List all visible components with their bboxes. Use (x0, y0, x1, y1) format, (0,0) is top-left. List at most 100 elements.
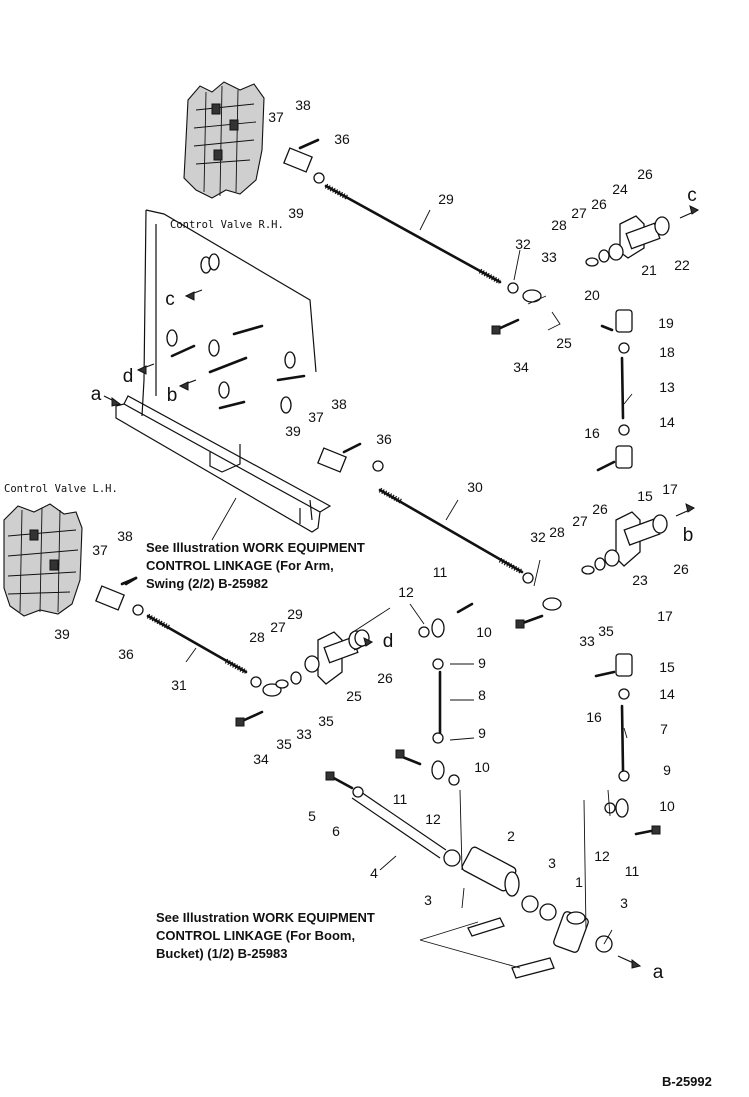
rod-30 (378, 487, 524, 575)
part-callout: 20 (584, 287, 600, 303)
connection-letter: d (383, 631, 394, 652)
part-callout: 9 (478, 655, 486, 671)
part-callout: 34 (513, 359, 529, 375)
part-callout: 16 (584, 425, 600, 441)
connection-letter: d (123, 366, 134, 387)
part-callout: 26 (592, 501, 608, 517)
part-callout: 17 (657, 608, 673, 624)
bracket-frame (115, 209, 332, 533)
note-arm-swing: See Illustration WORK EQUIPMENT CONTROL … (146, 540, 365, 591)
part-callout: 32 (515, 236, 531, 252)
note-line: CONTROL LINKAGE (For Arm, (146, 558, 334, 573)
part-callout: 29 (438, 191, 454, 207)
note-line: See Illustration WORK EQUIPMENT (156, 910, 375, 925)
part-callout: 23 (632, 572, 648, 588)
note-line: Swing (2/2) B-25982 (146, 576, 268, 591)
cable-ends (459, 789, 611, 979)
part-callout: 38 (295, 97, 311, 113)
part-callout: 28 (549, 524, 565, 540)
part-callout: 18 (659, 344, 675, 360)
part-callout: 19 (658, 315, 674, 331)
lever-23 (615, 511, 668, 567)
figure-number: B-25992 (662, 1074, 712, 1089)
part-callout: 10 (474, 759, 490, 775)
part-callout: 10 (476, 624, 492, 640)
connection-letter: a (653, 962, 664, 983)
rod-7 (620, 704, 625, 772)
part-callout: 34 (253, 751, 269, 767)
note-line: See Illustration WORK EQUIPMENT (146, 540, 365, 555)
part-callout: 26 (591, 196, 607, 212)
part-callout: 16 (586, 709, 602, 725)
part-callout: 29 (287, 606, 303, 622)
leader-lines (185, 209, 633, 969)
nuts-small (132, 172, 630, 814)
part-callout: 36 (376, 431, 392, 447)
part-callout: 26 (637, 166, 653, 182)
rod-13 (620, 356, 625, 420)
part-callout: 28 (551, 217, 567, 233)
part-callout: 33 (296, 726, 312, 742)
connection-letters: a b c d a b c d (91, 185, 697, 983)
bolts (124, 318, 661, 836)
part-callout: 36 (118, 646, 134, 662)
part-callout: 33 (541, 249, 557, 265)
part-callout: 32 (530, 529, 546, 545)
joint-37-top (283, 138, 320, 173)
part-callout: 33 (579, 633, 595, 649)
connection-letter: c (687, 185, 697, 206)
part-callout: 39 (288, 205, 304, 221)
part-callout: 12 (425, 811, 441, 827)
control-valve-lh (3, 503, 83, 617)
part-callout: 15 (659, 659, 675, 675)
shaft-4 (351, 789, 447, 859)
part-callout: 27 (572, 513, 588, 529)
part-callout: 30 (467, 479, 483, 495)
part-callout: 26 (377, 670, 393, 686)
lever-24 (619, 215, 670, 259)
part-callout: 31 (171, 677, 187, 693)
connection-letter: c (165, 289, 175, 310)
note-line: Bucket) (1/2) B-25983 (156, 946, 288, 961)
part-callout: 27 (270, 619, 286, 635)
lever-2 (461, 846, 520, 897)
part-callout: 11 (625, 863, 640, 879)
part-callout: 35 (318, 713, 334, 729)
washers-and-bushings-28-27-26 (275, 243, 624, 689)
part-callout: 12 (594, 848, 610, 864)
part-callout: 9 (478, 725, 486, 741)
part-callout: 28 (249, 629, 265, 645)
part-callout: 37 (268, 109, 284, 125)
part-callout: 15 (637, 488, 653, 504)
control-valve-rh-label: Control Valve R.H. (170, 219, 284, 231)
lever-1 (553, 911, 589, 953)
connection-letter: a (91, 384, 102, 405)
part-callout: 17 (662, 481, 678, 497)
joint-37-mid (317, 442, 362, 473)
part-callout: 37 (92, 542, 108, 558)
part-callout: 9 (663, 762, 671, 778)
part-callout: 3 (620, 895, 628, 911)
part-callout: 27 (571, 205, 587, 221)
part-callout: 24 (612, 181, 628, 197)
part-callout: 38 (117, 528, 133, 544)
part-callout: 7 (660, 721, 668, 737)
part-callout: 3 (548, 855, 556, 871)
note-boom-bucket: See Illustration WORK EQUIPMENT CONTROL … (156, 910, 375, 961)
part-callout: 39 (54, 626, 70, 642)
part-callout: 36 (334, 131, 350, 147)
rod-29 (324, 183, 502, 285)
part-callout: 37 (308, 409, 324, 425)
connection-letter: b (683, 525, 694, 546)
part-callout: 4 (370, 865, 378, 881)
rod-31 (146, 613, 248, 675)
control-valve-rh (183, 81, 265, 199)
part-callout: 6 (332, 823, 340, 839)
part-callout: 38 (331, 396, 347, 412)
part-callout: 25 (346, 688, 362, 704)
control-valve-lh-label: Control Valve L.H. (4, 483, 118, 495)
part-callouts: 38 37 36 39 29 28 27 26 24 26 32 33 21 2… (54, 97, 690, 911)
part-callout: 14 (659, 686, 675, 702)
part-callout: 10 (659, 798, 675, 814)
